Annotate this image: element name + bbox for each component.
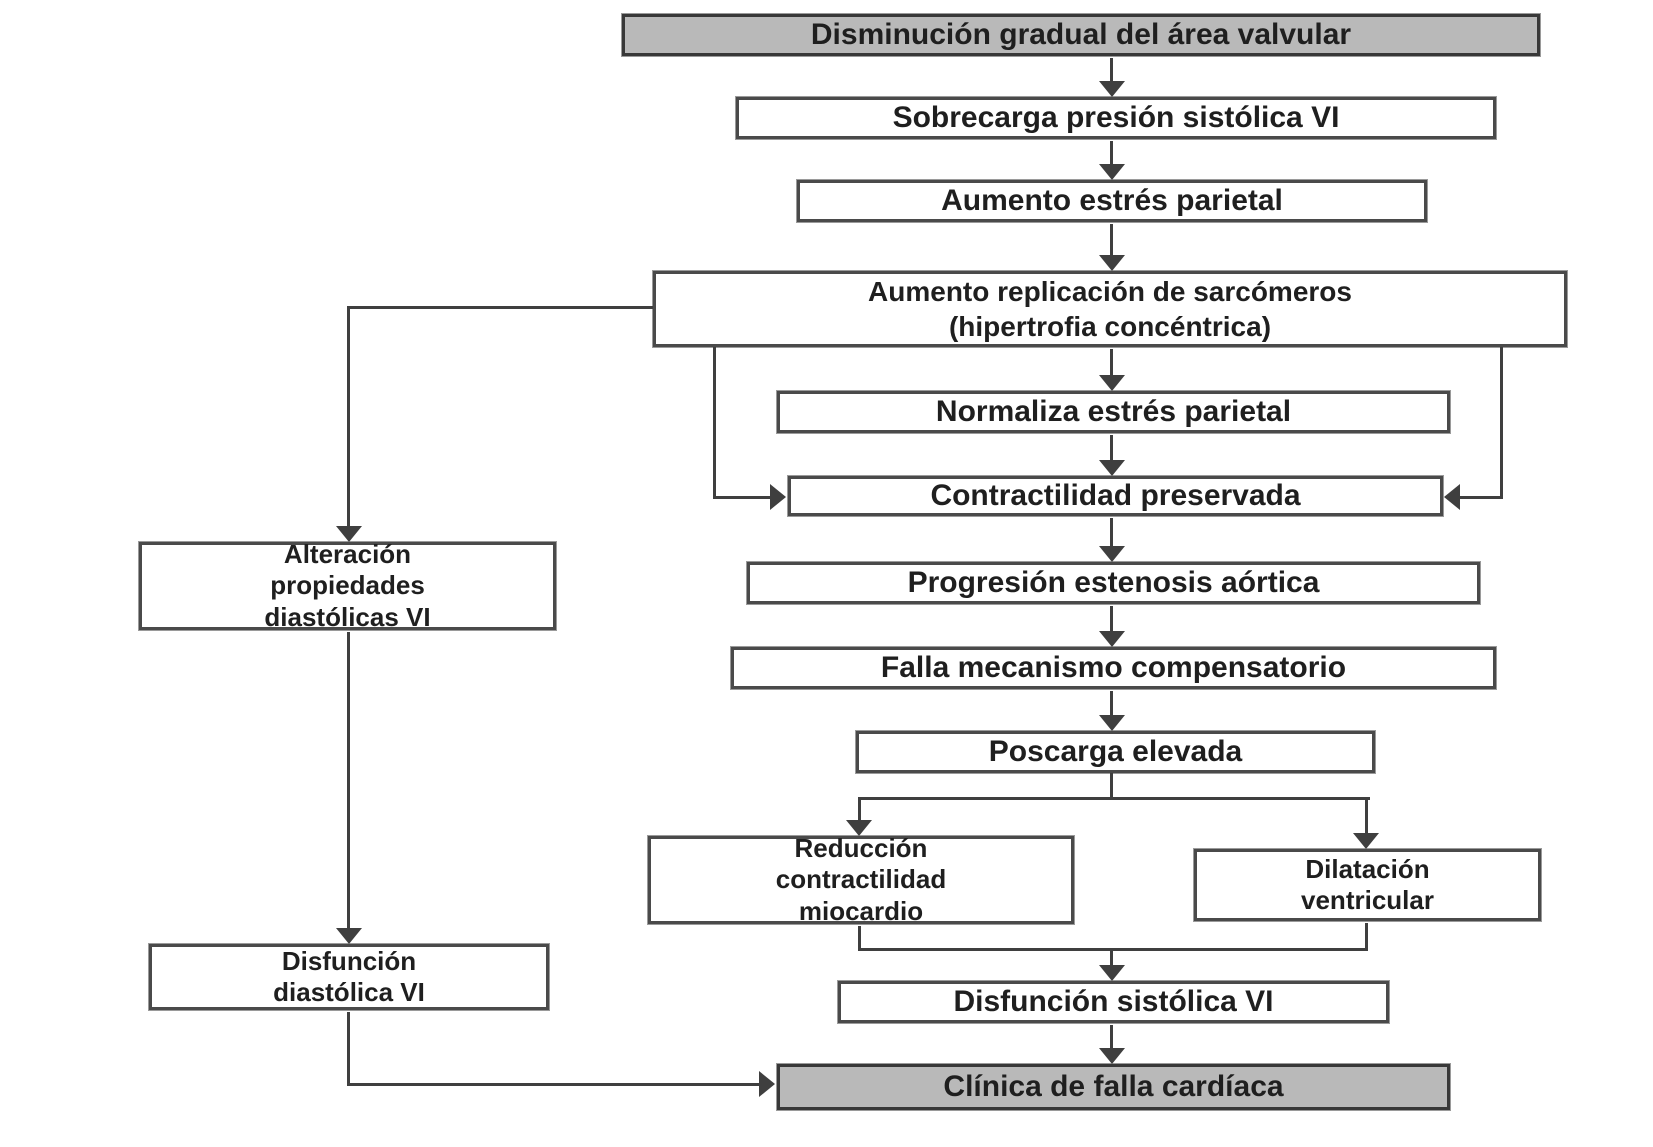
arrowhead-split-right	[1353, 833, 1379, 849]
connector-split-right	[1365, 797, 1368, 833]
arrowhead-left-branch	[336, 526, 362, 542]
node-compensatory-failure: Falla mecanismo compensatorio	[731, 647, 1496, 689]
arrowhead-stress-to-sarcomere	[1099, 255, 1125, 271]
connector-progression-to-failure	[1110, 606, 1113, 631]
arrowhead-normalize-to-contractility	[1099, 460, 1125, 476]
node-pressure-overload: Sobrecarga presión sistólica VI	[736, 97, 1496, 139]
node-contractility-reduction: Reducción contractilidad miocardio	[648, 833, 1074, 926]
arrowhead-progression-to-failure	[1099, 631, 1125, 647]
connector-contractility-to-progression	[1110, 518, 1113, 546]
node-elevated-afterload: Poscarga elevada	[856, 731, 1375, 773]
connector-merge-horizontal	[858, 948, 1368, 951]
node-diastolic-dysfunction: Disfunción diastólica VI	[149, 944, 549, 1010]
connector-diastolic-to-clinic-vertical	[347, 1012, 350, 1086]
node-wall-stress-increase: Aumento estrés parietal	[797, 180, 1427, 222]
node-diastolic-properties: Alteración propiedades diastólicas VI	[139, 539, 556, 632]
connector-merge-left	[858, 926, 861, 951]
connector-left-branch-horizontal	[347, 306, 653, 309]
arrowhead-right-loop	[1444, 484, 1460, 510]
connector-right-loop-horizontal	[1460, 496, 1503, 499]
connector-right-loop-vertical	[1500, 347, 1503, 499]
arrowhead-overload-to-stress	[1099, 164, 1125, 180]
connector-left-loop-vertical	[713, 347, 716, 499]
connector-valve-to-overload	[1110, 58, 1113, 83]
connector-sarcomere-to-normalize	[1110, 349, 1113, 375]
connector-overload-to-stress	[1110, 141, 1113, 164]
arrowhead-split-left	[846, 820, 872, 836]
arrowhead-left-loop	[770, 484, 786, 510]
arrowhead-sarcomere-to-normalize	[1099, 375, 1125, 391]
connector-merge-right	[1365, 923, 1368, 951]
node-stenosis-progression: Progresión estenosis aórtica	[747, 562, 1480, 604]
connector-left-loop-horizontal	[713, 496, 770, 499]
connector-split-horizontal	[858, 797, 1370, 800]
connector-failure-to-afterload	[1110, 691, 1113, 715]
arrowhead-diastolic-dysfunction	[336, 928, 362, 944]
node-systolic-dysfunction: Disfunción sistólica VI	[838, 981, 1389, 1023]
node-ventricular-dilation: Dilatación ventricular	[1194, 849, 1541, 921]
connector-left-branch-vertical	[347, 306, 350, 526]
node-heart-failure-clinic: Clínica de falla cardíaca	[777, 1064, 1450, 1110]
node-contractility-preserved: Contractilidad preservada	[788, 476, 1443, 516]
arrowhead-merge-to-systolic	[1099, 965, 1125, 981]
connector-merge-to-systolic	[1110, 950, 1113, 965]
arrowhead-systolic-to-clinic	[1099, 1048, 1125, 1064]
connector-systolic-to-clinic	[1110, 1025, 1113, 1048]
arrowhead-failure-to-afterload	[1099, 715, 1125, 731]
connector-stress-to-sarcomere	[1110, 224, 1113, 255]
arrowhead-valve-to-overload	[1099, 81, 1125, 97]
connector-diastolic-to-clinic-horizontal	[347, 1083, 759, 1086]
connector-diastolic-properties-to-dysfunction	[347, 632, 350, 928]
connector-afterload-stub	[1110, 773, 1113, 799]
node-valve-area: Disminución gradual del área valvular	[622, 14, 1540, 56]
node-wall-stress-normalized: Normaliza estrés parietal	[777, 391, 1450, 433]
connector-split-left	[858, 797, 861, 820]
arrowhead-diastolic-to-clinic	[759, 1071, 775, 1097]
connector-normalize-to-contractility	[1110, 435, 1113, 460]
node-sarcomere-replication: Aumento replicación de sarcómeros (hiper…	[653, 271, 1567, 347]
arrowhead-contractility-to-progression	[1099, 546, 1125, 562]
